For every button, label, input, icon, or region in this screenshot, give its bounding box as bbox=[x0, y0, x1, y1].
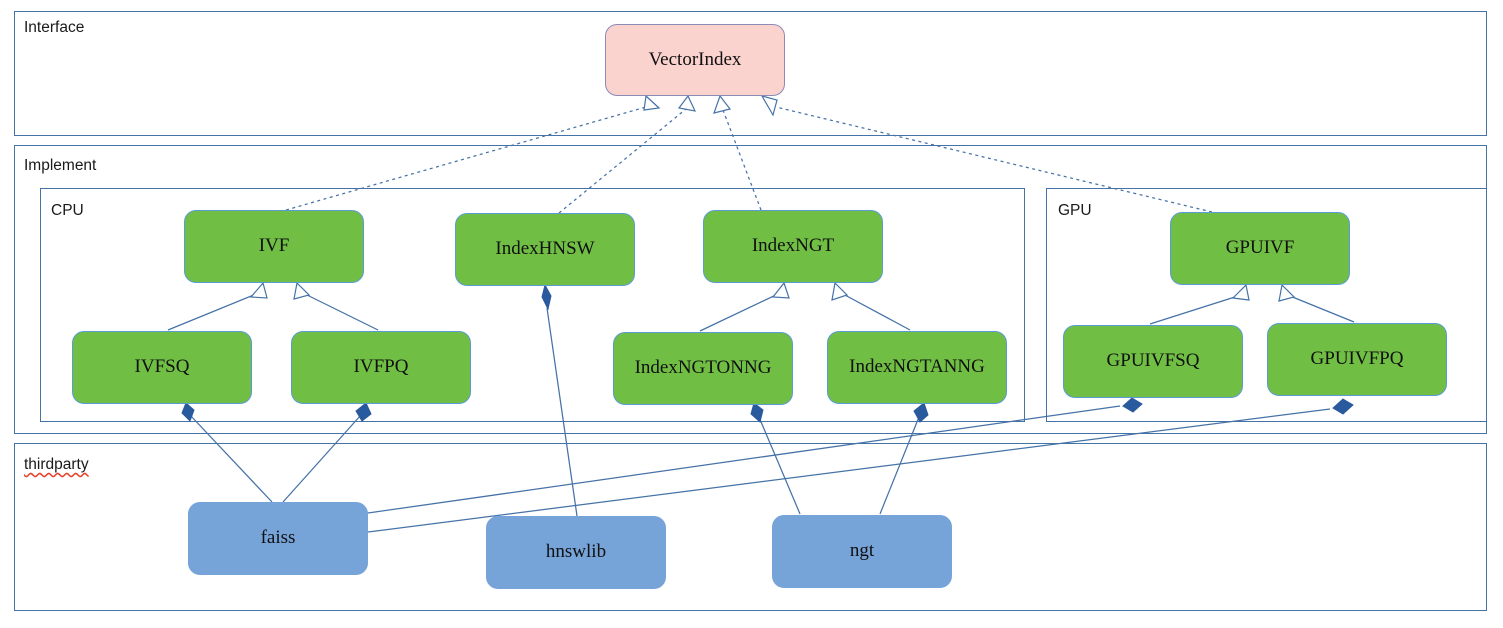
node-indexhnsw[interactable]: IndexHNSW bbox=[455, 213, 635, 286]
node-ivfsq[interactable]: IVFSQ bbox=[72, 331, 252, 404]
node-indexngt[interactable]: IndexNGT bbox=[703, 210, 883, 283]
node-indexngtonng[interactable]: IndexNGTONNG bbox=[613, 332, 793, 405]
node-gpuivfsq[interactable]: GPUIVFSQ bbox=[1063, 325, 1243, 398]
node-faiss[interactable]: faiss bbox=[188, 502, 368, 575]
package-interface-label: Interface bbox=[24, 19, 85, 36]
package-thirdparty-label: thirdparty bbox=[24, 456, 89, 473]
node-hnswlib[interactable]: hnswlib bbox=[486, 516, 666, 589]
node-ngt[interactable]: ngt bbox=[772, 515, 952, 588]
node-indexngtanng[interactable]: IndexNGTANNG bbox=[827, 331, 1007, 404]
package-cpu-label: CPU bbox=[51, 202, 84, 219]
node-gpuivf[interactable]: GPUIVF bbox=[1170, 212, 1350, 285]
node-gpuivfpq[interactable]: GPUIVFPQ bbox=[1267, 323, 1447, 396]
node-vectorindex[interactable]: VectorIndex bbox=[605, 24, 785, 96]
node-ivfpq[interactable]: IVFPQ bbox=[291, 331, 471, 404]
node-ivf[interactable]: IVF bbox=[184, 210, 364, 283]
package-implement-label: Implement bbox=[24, 157, 97, 174]
package-gpu-label: GPU bbox=[1058, 202, 1092, 219]
